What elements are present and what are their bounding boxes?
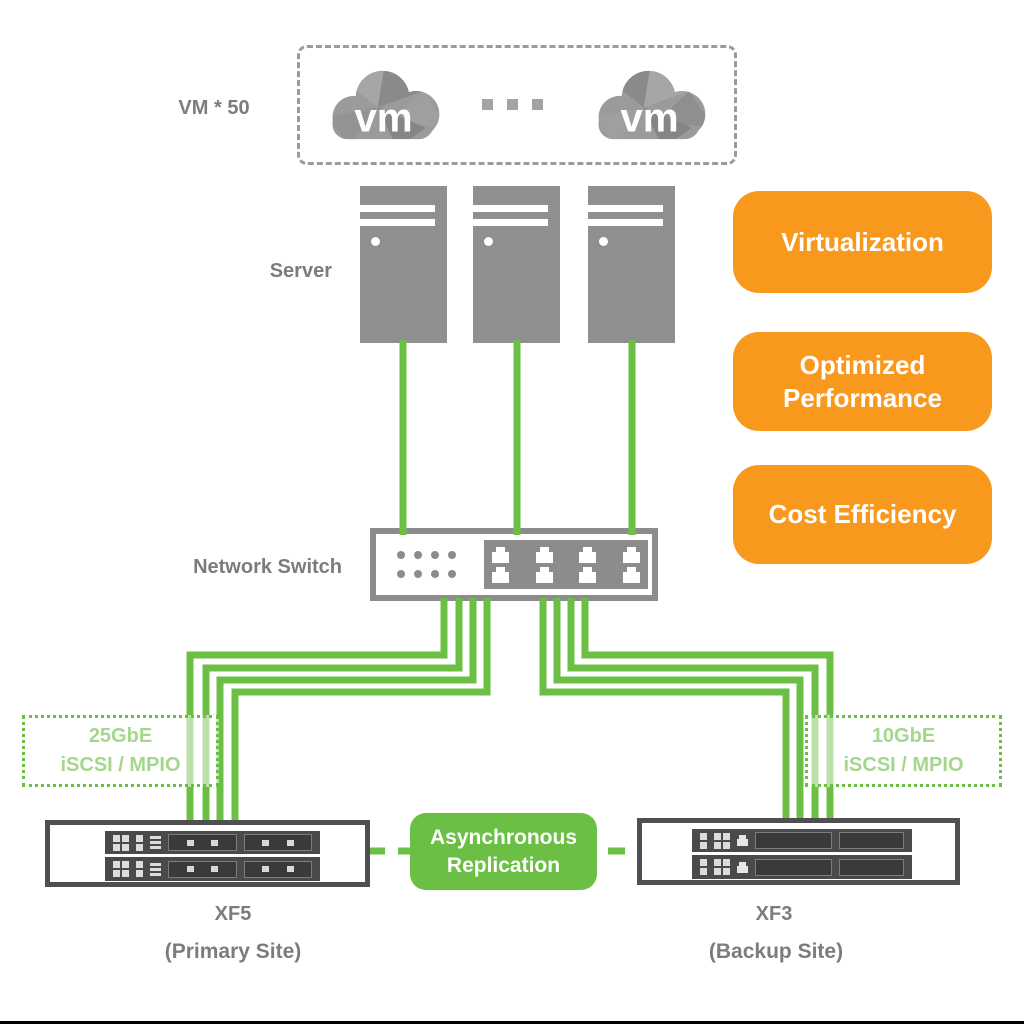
network-switch-icon	[370, 528, 658, 601]
right-link-speed: 10GbE	[871, 725, 936, 747]
async-replication-box: Asynchronous Replication	[410, 813, 597, 890]
switch-xf5-line-2	[202, 598, 463, 822]
right-link-callout: 10GbE iSCSI / MPIO	[805, 715, 1002, 787]
primary-site-caption: (Primary Site)	[164, 940, 302, 963]
switch-xf5-line-3	[216, 598, 477, 822]
backup-site-caption: (Backup Site)	[708, 940, 844, 963]
server-icon-1	[360, 186, 447, 343]
left-link-speed: 25GbE	[88, 725, 153, 747]
benefit-optimized-performance: Optimized Performance	[733, 332, 992, 431]
xf5-storage-icon	[45, 820, 370, 887]
left-link-protocol: iSCSI / MPIO	[60, 754, 181, 776]
vm-cloud-text: vm	[354, 94, 412, 140]
vm-count-label: VM * 50	[178, 97, 250, 119]
switch-xf3-line-4	[539, 598, 790, 822]
benefit-virtualization: Virtualization	[733, 191, 992, 293]
xf5-rack-unit-1	[105, 831, 320, 854]
switch-xf5-line-4	[231, 598, 491, 822]
vm-cloud-icon: vm	[598, 70, 706, 140]
switch-xf5-line-1	[186, 598, 448, 822]
xf5-name-label: XF5	[214, 903, 252, 925]
xf5-rack-unit-2	[105, 857, 320, 881]
switch-led-dots	[397, 551, 456, 578]
bottom-border	[0, 1021, 1024, 1024]
switch-port-panel	[484, 540, 648, 589]
more-vms-ellipsis	[482, 99, 543, 110]
network-switch-label: Network Switch	[193, 556, 342, 578]
xf3-name-label: XF3	[755, 903, 793, 925]
replication-line1: Asynchronous	[429, 826, 578, 850]
server-icon-3	[588, 186, 675, 343]
switch-xf3-line-1	[581, 598, 834, 822]
left-link-callout: 25GbE iSCSI / MPIO	[22, 715, 219, 787]
server-label: Server	[269, 260, 332, 282]
vm-group-box	[297, 45, 737, 165]
xf3-rack-unit-1	[692, 829, 912, 852]
right-link-protocol: iSCSI / MPIO	[843, 754, 964, 776]
xf3-rack-unit-2	[692, 855, 912, 879]
switch-xf3-line-3	[553, 598, 804, 822]
vm-cloud-icon: vm	[332, 70, 440, 140]
xf3-storage-icon	[637, 818, 960, 885]
replication-line2: Replication	[446, 853, 561, 877]
switch-xf3-line-2	[567, 598, 819, 822]
server-icon-2	[473, 186, 560, 343]
benefit-cost-efficiency: Cost Efficiency	[733, 465, 992, 564]
vm-cloud-text: vm	[620, 94, 678, 140]
